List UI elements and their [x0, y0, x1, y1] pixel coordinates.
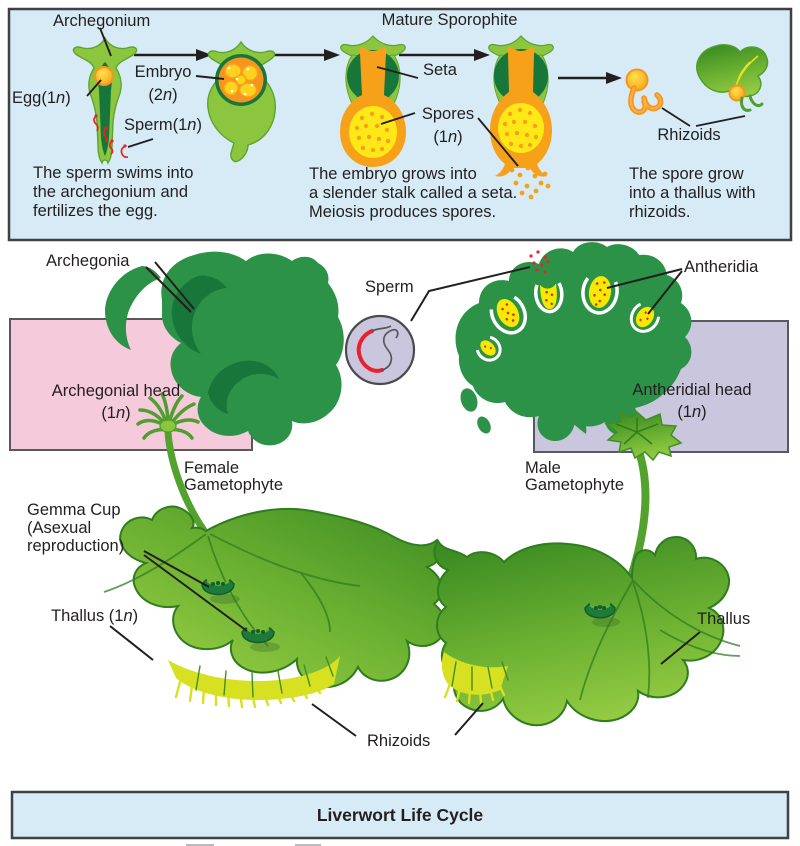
archegonial-head-label: Archegonial head (1n) [51, 382, 181, 422]
male-gametophyte-label: Male Gametophyte [525, 459, 625, 494]
stage4-sporophyte-releasing-illustration [488, 35, 554, 200]
stage3-sporophyte-illustration [340, 35, 406, 167]
spores [354, 111, 391, 153]
footer-title-box [10, 790, 790, 840]
gemma-cup-3 [584, 602, 620, 627]
archegonia-label: Archegonia [46, 252, 130, 270]
stage5-spore-thallus-illustration [625, 44, 769, 115]
antheridial-head-label: Antheridial head (1n) [632, 381, 752, 421]
antheridial-head-illustration [455, 242, 692, 442]
embryo-label: Embryo (2n) [134, 63, 192, 104]
caption-spore-growth: The spore grow into a thallus with rhizo… [629, 165, 756, 221]
seta-label: Seta [423, 61, 457, 79]
figure-title: Liverwort Life Cycle [316, 804, 484, 825]
female-palm-top [136, 392, 200, 440]
sperm-cell-body [356, 329, 384, 373]
gemma-cup-2 [241, 626, 280, 652]
caption-seta-growth: The embryo grows into a slender stalk ca… [309, 165, 518, 221]
middle-leader-lines [109, 261, 701, 737]
male-rhizoids [441, 652, 509, 705]
thallus-veins [579, 579, 741, 701]
sperm-1n-label: Sperm(1n) [124, 116, 202, 134]
gemma-cup-label: Gemma Cup (Asexual reproduction) [27, 501, 125, 555]
caption-fertilization: The sperm swims into the archegonium and… [33, 164, 194, 220]
cropped-edge-marks [186, 844, 321, 846]
female-gametophyte-label: Female Gametophyte [184, 459, 284, 494]
sperm-label: Sperm [365, 278, 414, 296]
archegonial-head-illustration [105, 251, 344, 446]
antheridia-structures [475, 276, 661, 362]
male-thallus-illustration [433, 535, 741, 727]
sperm-cells [93, 114, 129, 159]
female-thallus-illustration [103, 505, 447, 709]
sequence-arrows [134, 49, 622, 84]
egg-label: Egg(1n) [12, 89, 71, 107]
sperm-cell-circle [344, 314, 416, 386]
rhizoids-bottom-label: Rhizoids [367, 732, 431, 750]
gemma-cup-1 [201, 578, 240, 604]
spores-label: Spores (1n) [421, 105, 475, 146]
female-stalk [164, 428, 209, 536]
top-panel-leader-lines [86, 27, 746, 167]
rhizoids-top-label: Rhizoids [657, 126, 721, 144]
thallus-left-label: Thallus (1n) [51, 607, 139, 625]
thallus-right-label: Thallus [697, 610, 751, 628]
falling-spores [509, 165, 551, 200]
antheridia-label: Antheridia [684, 258, 759, 276]
archegonium-label: Archegonium [53, 12, 151, 30]
female-rhizoids [168, 656, 340, 709]
stage2-embryo-illustration [207, 40, 277, 163]
released-sperm-dots [529, 250, 550, 274]
mature-sporophyte-label: Mature Sporophite [381, 11, 518, 29]
egg-cell [94, 66, 114, 86]
male-umbrella-leaf [604, 410, 683, 462]
